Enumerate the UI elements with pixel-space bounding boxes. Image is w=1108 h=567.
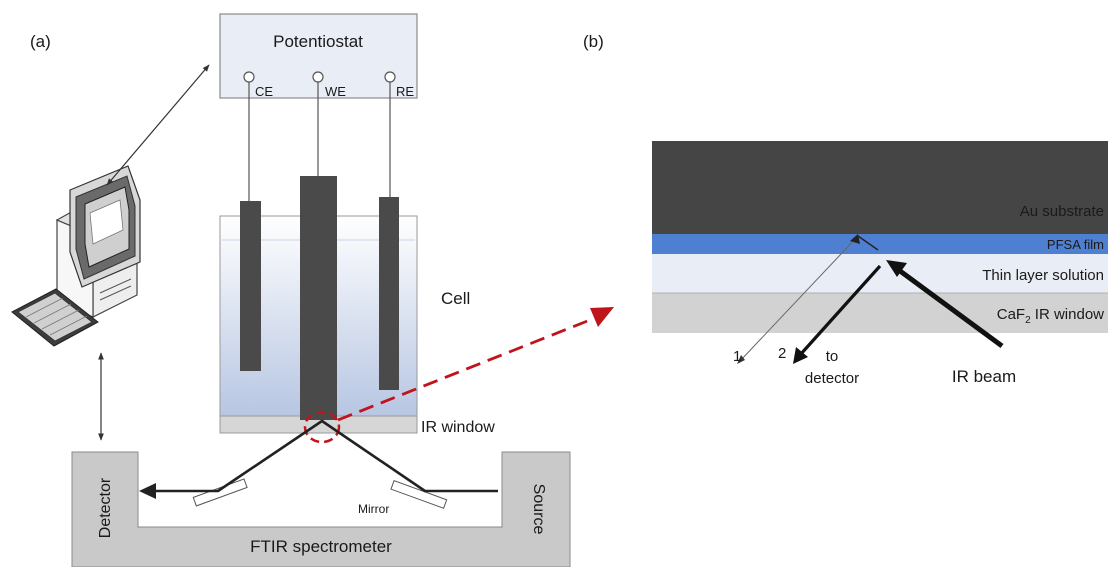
re-terminal bbox=[384, 71, 396, 83]
beam-path-2 bbox=[798, 264, 882, 357]
source-label: Source bbox=[530, 484, 547, 535]
computer-potentiostat-arrow bbox=[106, 64, 210, 186]
left-mirror bbox=[192, 478, 248, 507]
ir-beam-path bbox=[150, 419, 498, 493]
highlight-circle bbox=[303, 410, 341, 444]
ce-terminal bbox=[243, 71, 255, 83]
ir-beam-incoming bbox=[894, 265, 1004, 349]
beam-path-1 bbox=[739, 235, 859, 362]
au-substrate-label: Au substrate bbox=[1020, 203, 1104, 220]
caf2-window-label: CaF2 IR window bbox=[997, 306, 1104, 326]
right-mirror bbox=[390, 480, 448, 509]
ftir-spectrometer: FTIR spectrometer Detector Source Mirror bbox=[71, 451, 571, 567]
layer-pfsa-film bbox=[652, 234, 1108, 254]
ir-window-label: IR window bbox=[421, 419, 495, 436]
zoom-arrowhead bbox=[590, 307, 614, 327]
spectrometer-title: FTIR spectrometer bbox=[250, 537, 392, 556]
ce-label: CE bbox=[255, 84, 273, 99]
potentiostat-title: Potentiostat bbox=[273, 32, 363, 51]
beam-arrowhead bbox=[139, 483, 156, 499]
electrode-wires bbox=[248, 82, 391, 201]
pfsa-film-label: PFSA film bbox=[1047, 237, 1104, 252]
detector-label: Detector bbox=[97, 477, 114, 538]
to-detector-line2: detector bbox=[805, 370, 859, 387]
computer-icon bbox=[11, 165, 141, 347]
to-detector-line1: to bbox=[826, 348, 839, 365]
path-1-label: 1 bbox=[733, 348, 741, 365]
reference-electrode bbox=[379, 197, 399, 390]
mirror-label: Mirror bbox=[358, 502, 389, 516]
path-2-label: 2 bbox=[778, 345, 786, 362]
panel-a-label: (a) bbox=[30, 32, 51, 51]
panel-b-label: (b) bbox=[583, 32, 604, 51]
layer-au-substrate bbox=[652, 141, 1108, 234]
re-label: RE bbox=[396, 84, 414, 99]
cell-label: Cell bbox=[441, 289, 470, 308]
beam-paths bbox=[737, 234, 1004, 364]
counter-electrode bbox=[240, 201, 261, 371]
working-electrode bbox=[300, 176, 337, 420]
we-label: WE bbox=[325, 84, 346, 99]
electrochemical-cell bbox=[219, 176, 418, 434]
layer-stack bbox=[652, 141, 1108, 333]
thin-layer-label: Thin layer solution bbox=[982, 267, 1104, 284]
layer-caf2-window bbox=[652, 293, 1108, 333]
layer-thin-solution bbox=[652, 254, 1108, 293]
zoom-dashed-line bbox=[337, 314, 601, 422]
we-terminal bbox=[312, 71, 324, 83]
ir-beam-label: IR beam bbox=[952, 367, 1016, 386]
